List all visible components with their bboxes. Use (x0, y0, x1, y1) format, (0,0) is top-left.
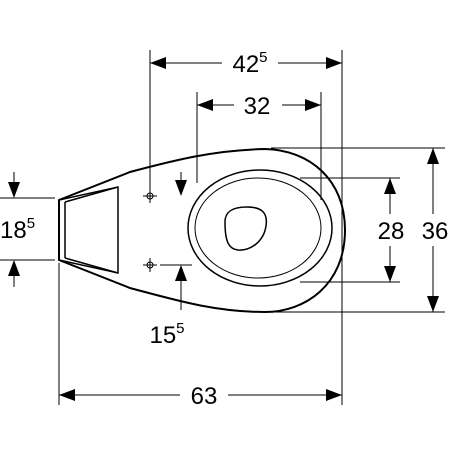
label-outlet-height: 185 (0, 215, 35, 244)
dim-outlet-height: 185 (0, 172, 35, 287)
label-inner-depth: 28 (378, 218, 405, 245)
label-bowl-width: 32 (244, 93, 271, 120)
toilet-body (58, 147, 347, 314)
extension-lines (0, 50, 445, 405)
label-outer-depth: 36 (422, 218, 449, 245)
label-overall-length: 63 (191, 383, 218, 410)
bowl-rim (187, 169, 333, 287)
bowl-inner-rim (194, 177, 322, 279)
outlet-back (58, 186, 119, 274)
label-width-total: 425 (232, 49, 267, 78)
fixing-hole-top (143, 189, 157, 203)
bowl-drain (224, 206, 268, 251)
dim-overall-length: 63 (59, 383, 342, 410)
dim-outer-depth: 36 (422, 148, 449, 312)
fixing-hole-bottom (143, 258, 157, 272)
dim-inner-depth: 28 (378, 178, 405, 282)
dim-hole-spacing: 155 (149, 172, 187, 349)
dim-bowl-width: 32 (197, 93, 321, 120)
toilet-outer-outline (58, 147, 347, 314)
outlet-bottom-edge (64, 257, 119, 274)
label-hole-spacing: 155 (149, 320, 184, 349)
outlet-top-edge (64, 186, 119, 203)
dim-width-total: 425 (150, 49, 342, 78)
